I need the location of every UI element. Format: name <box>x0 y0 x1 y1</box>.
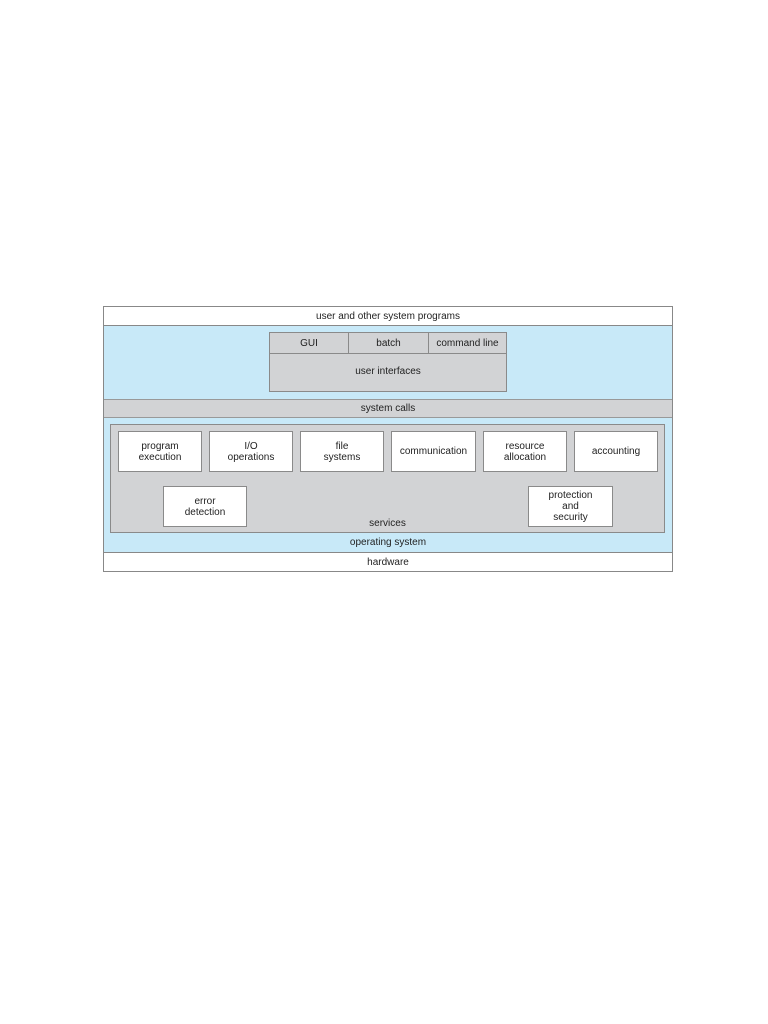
service-accounting: accounting <box>574 431 658 472</box>
operating-system-label: operating system <box>349 537 427 548</box>
service-communication: communication <box>391 431 476 472</box>
ui-tab-batch: batch <box>348 332 429 354</box>
service-protection-and-security: protection and security <box>528 486 613 527</box>
hardware-layer: hardware <box>104 552 672 571</box>
service-error-detection: error detection <box>163 486 247 527</box>
service-io-operations: I/O operations <box>209 431 293 472</box>
system-calls-layer: system calls <box>104 399 672 418</box>
user-programs-layer: user and other system programs <box>104 307 672 326</box>
ui-tab-command-line: command line <box>428 332 507 354</box>
service-program-execution: program execution <box>118 431 202 472</box>
ui-tab-gui: GUI <box>269 332 349 354</box>
service-resource-allocation: resource allocation <box>483 431 567 472</box>
service-file-systems: file systems <box>300 431 384 472</box>
